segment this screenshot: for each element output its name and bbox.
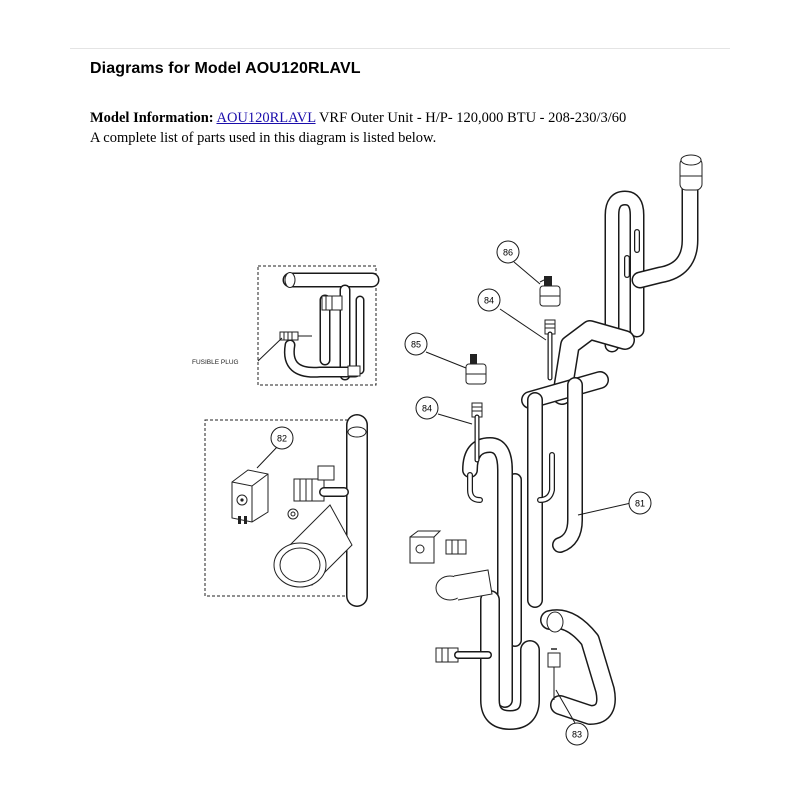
model-information: Model Information: AOU120RLAVL VRF Outer… (90, 108, 626, 148)
parts-note: A complete list of parts used in this di… (90, 130, 437, 146)
callout-85: 85 (404, 332, 428, 356)
fusible-plug-label: FUSIBLE PLUG (192, 359, 239, 366)
callout-81: 81 (628, 491, 652, 515)
svg-text:84: 84 (484, 296, 494, 306)
model-link[interactable]: AOU120RLAVL (216, 110, 316, 126)
top-divider (70, 48, 730, 49)
svg-text:84: 84 (422, 404, 432, 414)
callout-82: 82 (270, 426, 294, 450)
callout-84-lower: 84 (415, 396, 439, 420)
model-description: VRF Outer Unit - H/P- 120,000 BTU - 208-… (318, 110, 627, 126)
callout-84-upper: 84 (477, 288, 501, 312)
svg-text:82: 82 (277, 434, 287, 444)
pressure-switch-86 (539, 276, 561, 381)
pressure-sensor-85 (465, 354, 487, 463)
model-info-label: Model Information: (90, 110, 214, 126)
page-title: Diagrams for Model AOU120RLAVL (90, 60, 361, 77)
svg-text:81: 81 (635, 499, 645, 509)
callout-86: 86 (496, 240, 520, 264)
piping-assembly (409, 154, 703, 730)
svg-text:85: 85 (411, 340, 421, 350)
parts-diagram: FUSIBLE PLUG (180, 145, 740, 795)
svg-text:83: 83 (572, 730, 582, 740)
fusible-plug-inset: FUSIBLE PLUG (192, 265, 380, 386)
model-info-line: Model Information: AOU120RLAVL VRF Outer… (90, 108, 626, 128)
parts-diagram-svg: FUSIBLE PLUG (192, 154, 703, 746)
svg-text:86: 86 (503, 248, 513, 258)
solenoid-inset (204, 414, 368, 607)
callout-83: 83 (565, 722, 589, 746)
